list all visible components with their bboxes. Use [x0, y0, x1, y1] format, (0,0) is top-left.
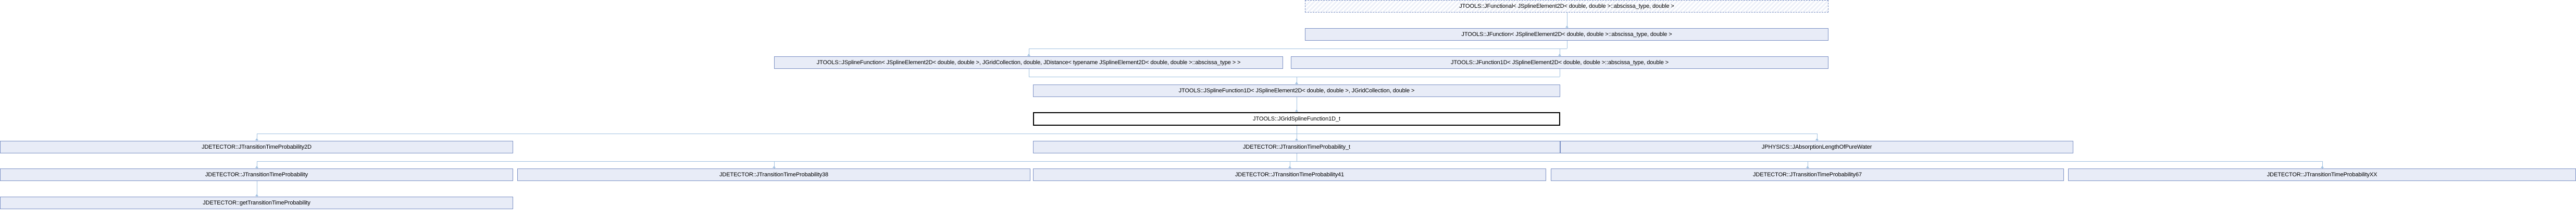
class-node-label: JDETECTOR::JTransitionTimeProbability38: [719, 171, 829, 178]
class-node-label: JDETECTOR::JTransitionTimeProbability41: [1235, 171, 1345, 178]
class-node-label: JTOOLS::JFunction1D< JSplineElement2D< d…: [1450, 59, 1669, 66]
edge-arrowhead: [2320, 166, 2324, 168]
class-node-label: JDETECTOR::JTransitionTimeProbability_t: [1243, 143, 1350, 150]
class-node-label: JDETECTOR::JTransitionTimeProbabilityXX: [2267, 171, 2378, 178]
class-node[interactable]: JTOOLS::JSplineFunction1D< JSplineElemen…: [1033, 85, 1560, 97]
class-node-label: JTOOLS::JFunction< JSplineElement2D< dou…: [1461, 31, 1672, 38]
class-node-label: JPHYSICS::JAbsorptionLengthOfPureWater: [1761, 143, 1872, 150]
class-node[interactable]: JDETECTOR::getTransitionTimeProbability: [0, 197, 513, 209]
edge-arrowhead: [255, 138, 258, 140]
edge-arrowhead: [772, 166, 776, 168]
class-node-label: JTOOLS::JFunctional< JSplineElement2D< d…: [1459, 3, 1674, 9]
edge-arrowhead: [1295, 82, 1298, 84]
edge-arrowhead: [255, 166, 258, 168]
class-node[interactable]: JPHYSICS::JAbsorptionLengthOfPureWater: [1560, 141, 2073, 153]
edge-arrowhead: [1295, 110, 1298, 112]
edge-segment-vertical: [1816, 134, 1818, 141]
class-node[interactable]: JTOOLS::JFunction< JSplineElement2D< dou…: [1305, 28, 1828, 41]
class-node[interactable]: JDETECTOR::JTransitionTimeProbability67: [1551, 168, 2064, 181]
edge-arrowhead: [1027, 54, 1030, 56]
class-node[interactable]: JDETECTOR::JTransitionTimeProbability2D: [0, 141, 513, 153]
class-node[interactable]: JTOOLS::JFunctional< JSplineElement2D< d…: [1305, 0, 1828, 13]
class-node-label: JDETECTOR::JTransitionTimeProbability: [205, 171, 308, 178]
edge-arrowhead: [1815, 138, 1819, 140]
class-node[interactable]: JDETECTOR::JTransitionTimeProbabilityXX: [2068, 168, 2576, 181]
class-node[interactable]: JDETECTOR::JTransitionTimeProbability: [0, 168, 513, 181]
class-node[interactable]: JDETECTOR::JTransitionTimeProbability41: [1033, 168, 1546, 181]
class-node-label: JTOOLS::JGridSplineFunction1D_t: [1253, 115, 1340, 122]
class-node-current[interactable]: JTOOLS::JGridSplineFunction1D_t: [1033, 112, 1560, 126]
class-node[interactable]: JDETECTOR::JTransitionTimeProbability38: [517, 168, 1030, 181]
edge-segment-vertical: [774, 161, 775, 168]
edge-arrowhead: [1558, 54, 1561, 56]
class-node-label: JTOOLS::JSplineFunction1D< JSplineElemen…: [1178, 87, 1415, 94]
edge-segment-horizontal: [256, 161, 2322, 162]
class-node[interactable]: JTOOLS::JFunction1D< JSplineElement2D< d…: [1291, 56, 1828, 69]
class-node[interactable]: JDETECTOR::JTransitionTimeProbability_t: [1033, 141, 1560, 153]
class-node-label: JTOOLS::JSplineFunction< JSplineElement2…: [816, 59, 1241, 66]
edge-segment-vertical: [2322, 161, 2323, 168]
edge-arrowhead: [255, 194, 258, 196]
edge-arrowhead: [1295, 138, 1298, 140]
class-node-label: JDETECTOR::JTransitionTimeProbability67: [1752, 171, 1862, 178]
class-node[interactable]: JTOOLS::JSplineFunction< JSplineElement2…: [774, 56, 1283, 69]
edge-arrowhead: [1565, 26, 1569, 28]
class-node-label: JDETECTOR::JTransitionTimeProbability2D: [202, 143, 312, 150]
edge-arrowhead: [1806, 166, 1809, 168]
class-node-label: JDETECTOR::getTransitionTimeProbability: [203, 199, 310, 206]
edge-arrowhead: [1288, 166, 1291, 168]
